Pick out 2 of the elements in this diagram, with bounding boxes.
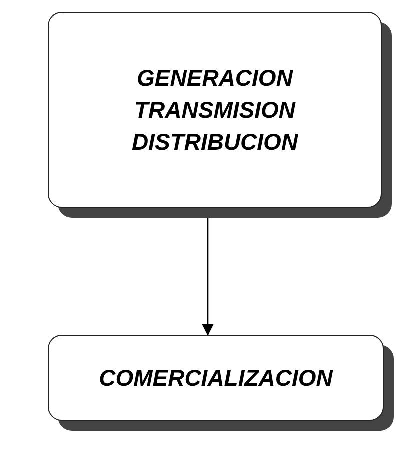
box-label: GENERACION TRANSMISION DISTRIBUCION xyxy=(132,64,298,157)
box-label: COMERCIALIZACION xyxy=(99,364,333,393)
